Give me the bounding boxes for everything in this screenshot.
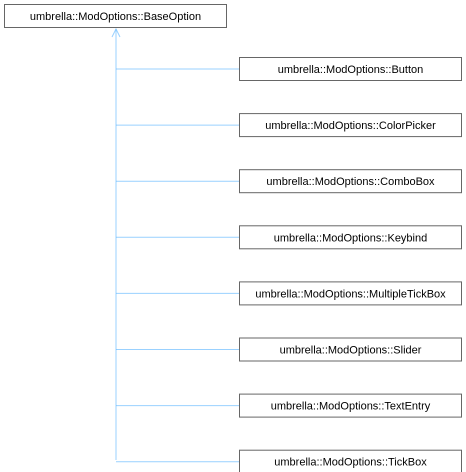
child-class-label-tickbox: umbrella::ModOptions::TickBox	[274, 457, 427, 469]
child-class-label-multipletickbox: umbrella::ModOptions::MultipleTickBox	[255, 288, 446, 300]
base-class-label: umbrella::ModOptions::BaseOption	[30, 11, 201, 23]
child-class-node-multipletickbox[interactable]: umbrella::ModOptions::MultipleTickBox	[239, 281, 462, 306]
child-class-label-textentry: umbrella::ModOptions::TextEntry	[271, 401, 431, 413]
child-class-box-keybind	[239, 225, 462, 250]
child-class-label-button: umbrella::ModOptions::Button	[278, 64, 424, 76]
child-class-box-combobox	[239, 169, 462, 194]
child-class-label-colorpicker: umbrella::ModOptions::ColorPicker	[265, 120, 436, 132]
child-class-label-slider: umbrella::ModOptions::Slider	[280, 345, 422, 357]
child-class-node-colorpicker[interactable]: umbrella::ModOptions::ColorPicker	[239, 113, 462, 138]
child-class-box-colorpicker	[239, 113, 462, 138]
child-class-label-keybind: umbrella::ModOptions::Keybind	[274, 232, 427, 244]
child-class-box-textentry	[239, 393, 462, 418]
child-class-node-slider[interactable]: umbrella::ModOptions::Slider	[239, 337, 462, 362]
base-class-node[interactable]: umbrella::ModOptions::BaseOption	[4, 4, 227, 28]
child-class-box-tickbox	[239, 449, 462, 472]
child-class-label-combobox: umbrella::ModOptions::ComboBox	[266, 176, 435, 188]
child-class-box-slider	[239, 337, 462, 362]
child-class-node-textentry[interactable]: umbrella::ModOptions::TextEntry	[239, 393, 462, 418]
child-class-node-tickbox[interactable]: umbrella::ModOptions::TickBox	[239, 449, 462, 472]
child-class-box-multipletickbox	[239, 281, 462, 306]
inheritance-arrowhead	[111, 27, 121, 38]
child-class-nodes: umbrella::ModOptions::Buttonumbrella::Mo…	[116, 57, 462, 472]
base-class-box	[4, 4, 227, 28]
child-class-node-keybind[interactable]: umbrella::ModOptions::Keybind	[239, 225, 462, 250]
child-class-node-combobox[interactable]: umbrella::ModOptions::ComboBox	[239, 169, 462, 194]
child-class-box-button	[239, 57, 462, 81]
child-class-node-button[interactable]: umbrella::ModOptions::Button	[239, 57, 462, 81]
